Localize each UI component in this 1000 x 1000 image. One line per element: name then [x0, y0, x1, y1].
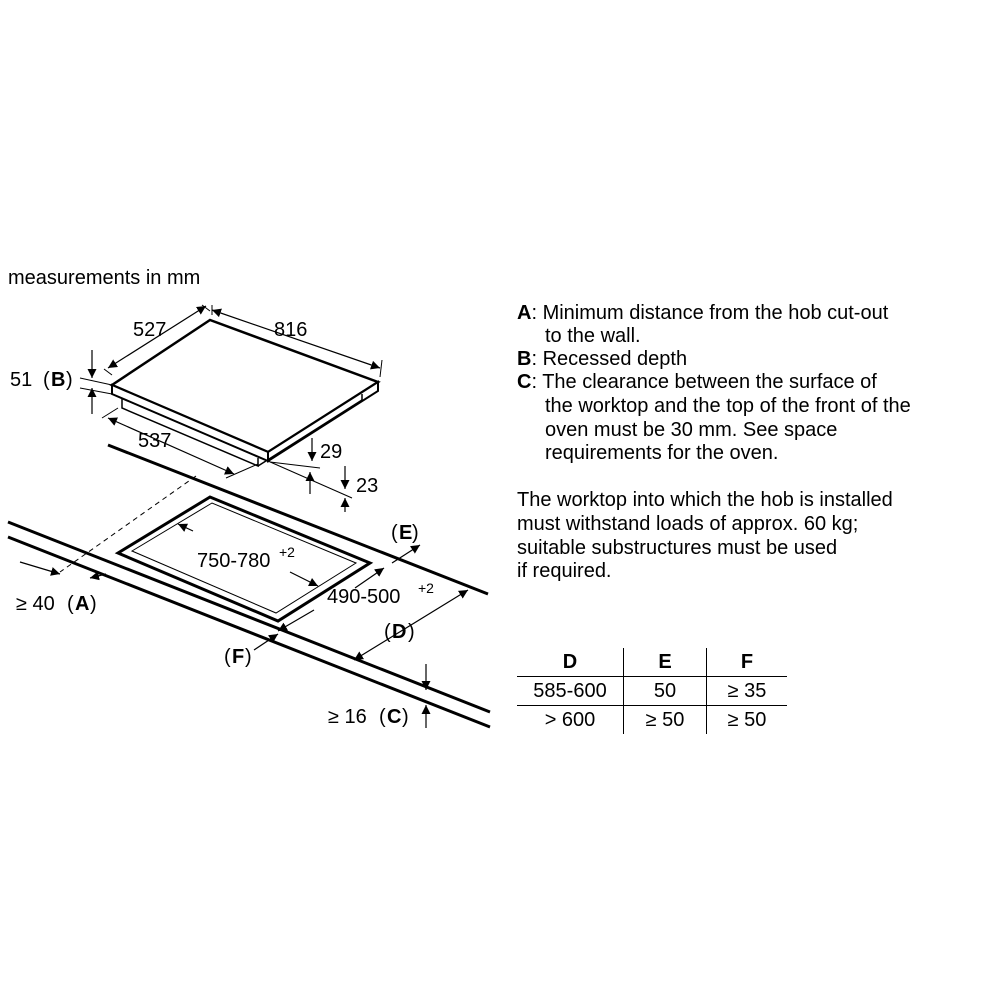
dim-f-open: ( — [224, 646, 231, 668]
note-b-text: : Recessed depth — [531, 348, 688, 370]
table-cell: 585-600 — [517, 676, 624, 706]
cutout — [114, 495, 374, 623]
table-cell: ≥ 50 — [706, 705, 787, 734]
worktop-note-3: suitable substructures must be used — [517, 537, 838, 559]
worktop-note-4: if required. — [517, 560, 612, 582]
dim-51-key: B — [51, 369, 65, 391]
table-header-e: E — [623, 648, 707, 677]
dim-537-label: 537 — [138, 430, 171, 452]
dim-a-close: ) — [90, 593, 97, 615]
dim-d-close: ) — [408, 621, 415, 643]
worktop-front-bottom-edge — [7, 535, 491, 729]
dim-816 — [211, 305, 383, 378]
note-b: B: Recessed depth — [517, 348, 687, 371]
hob-right-edge — [267, 380, 379, 463]
dim-c-key: C — [387, 706, 401, 728]
cutout-outer — [114, 495, 374, 623]
table-cell: ≥ 50 — [623, 705, 707, 734]
note-c-text: : The clearance between the surface of — [531, 371, 877, 393]
dim-c-open: ( — [379, 706, 386, 728]
worktop-back-edge — [107, 443, 489, 596]
dim-c-close: ) — [402, 706, 409, 728]
dim-a-value: ≥ 40 — [16, 593, 55, 615]
dim-51-close-paren: ) — [66, 369, 73, 391]
dim-51 — [79, 350, 113, 414]
note-a-key: A — [517, 302, 532, 324]
dim-a-open: ( — [67, 593, 74, 615]
dim-23-label: 23 — [356, 475, 378, 497]
note-a-text: : Minimum distance from the hob cut-out — [531, 302, 889, 324]
dim-750-780-label: 750-780 — [197, 550, 270, 572]
dim-537 — [101, 407, 259, 479]
dim-51-open-paren: ( — [43, 369, 50, 391]
dim-d-key: D — [392, 621, 406, 643]
dim-a-key: A — [75, 593, 89, 615]
table-cell: ≥ 35 — [706, 676, 787, 706]
dim-816-label: 816 — [274, 319, 307, 341]
dim-750-780 — [177, 523, 319, 587]
table-cell: > 600 — [544, 708, 596, 731]
table-header-f: F — [706, 648, 787, 677]
table-row: 585-600 50 ≥ 35 — [517, 676, 787, 706]
dim-527 — [103, 304, 211, 376]
worktop-front-top-edge — [7, 520, 491, 714]
table-header-d: D — [517, 648, 624, 677]
dim-e-close: ) — [412, 522, 419, 544]
dim-51-value: 51 — [10, 369, 32, 391]
dim-d — [353, 589, 469, 661]
dim-e-key: E — [399, 522, 412, 544]
dim-a — [19, 561, 107, 581]
note-c: C: The clearance between the surface of — [517, 371, 877, 394]
note-c-cont-3: requirements for the oven. — [545, 442, 779, 464]
worktop — [7, 443, 491, 729]
dim-f-close: ) — [245, 646, 252, 668]
dim-e-open: ( — [391, 522, 398, 544]
dim-490-500 — [277, 567, 385, 632]
note-a: A: Minimum distance from the hob cut-out — [517, 302, 888, 325]
worktop-note-1: The worktop into which the hob is instal… — [517, 489, 893, 511]
note-a-cont: to the wall. — [545, 325, 641, 347]
note-c-cont-2: oven must be 30 mm. See space — [545, 419, 838, 441]
dim-d-open: ( — [384, 621, 391, 643]
note-b-key: B — [517, 348, 532, 370]
worktop-note-2: must withstand loads of approx. 60 kg; — [517, 513, 859, 535]
dim-490-500-label: 490-500 — [327, 586, 400, 608]
dim-e — [391, 544, 421, 564]
dim-23 — [267, 460, 353, 512]
dim-527-label: 527 — [133, 319, 166, 341]
dim-29-label: 29 — [320, 441, 342, 463]
table-row: > 600 ≥ 50 ≥ 50 — [517, 705, 787, 734]
units-note: measurements in mm — [8, 267, 201, 289]
wall-line-dashed — [59, 475, 197, 573]
dim-29 — [269, 438, 321, 494]
dim-f — [253, 633, 279, 651]
table-cell: 50 — [623, 676, 707, 706]
note-c-key: C — [517, 371, 532, 393]
dim-750-780-tol: +2 — [279, 544, 295, 560]
dim-f-key: F — [232, 646, 244, 668]
table-header-row: D E F — [517, 648, 787, 677]
dim-c-value: ≥ 16 — [328, 706, 367, 728]
dim-490-500-tol: +2 — [418, 580, 434, 596]
cutout-inner — [130, 502, 358, 614]
note-c-cont-1: the worktop and the top of the front of … — [545, 395, 911, 417]
clearance-table: D E F 585-600 50 ≥ 35 > 600 ≥ 50 ≥ 50 — [517, 648, 787, 734]
